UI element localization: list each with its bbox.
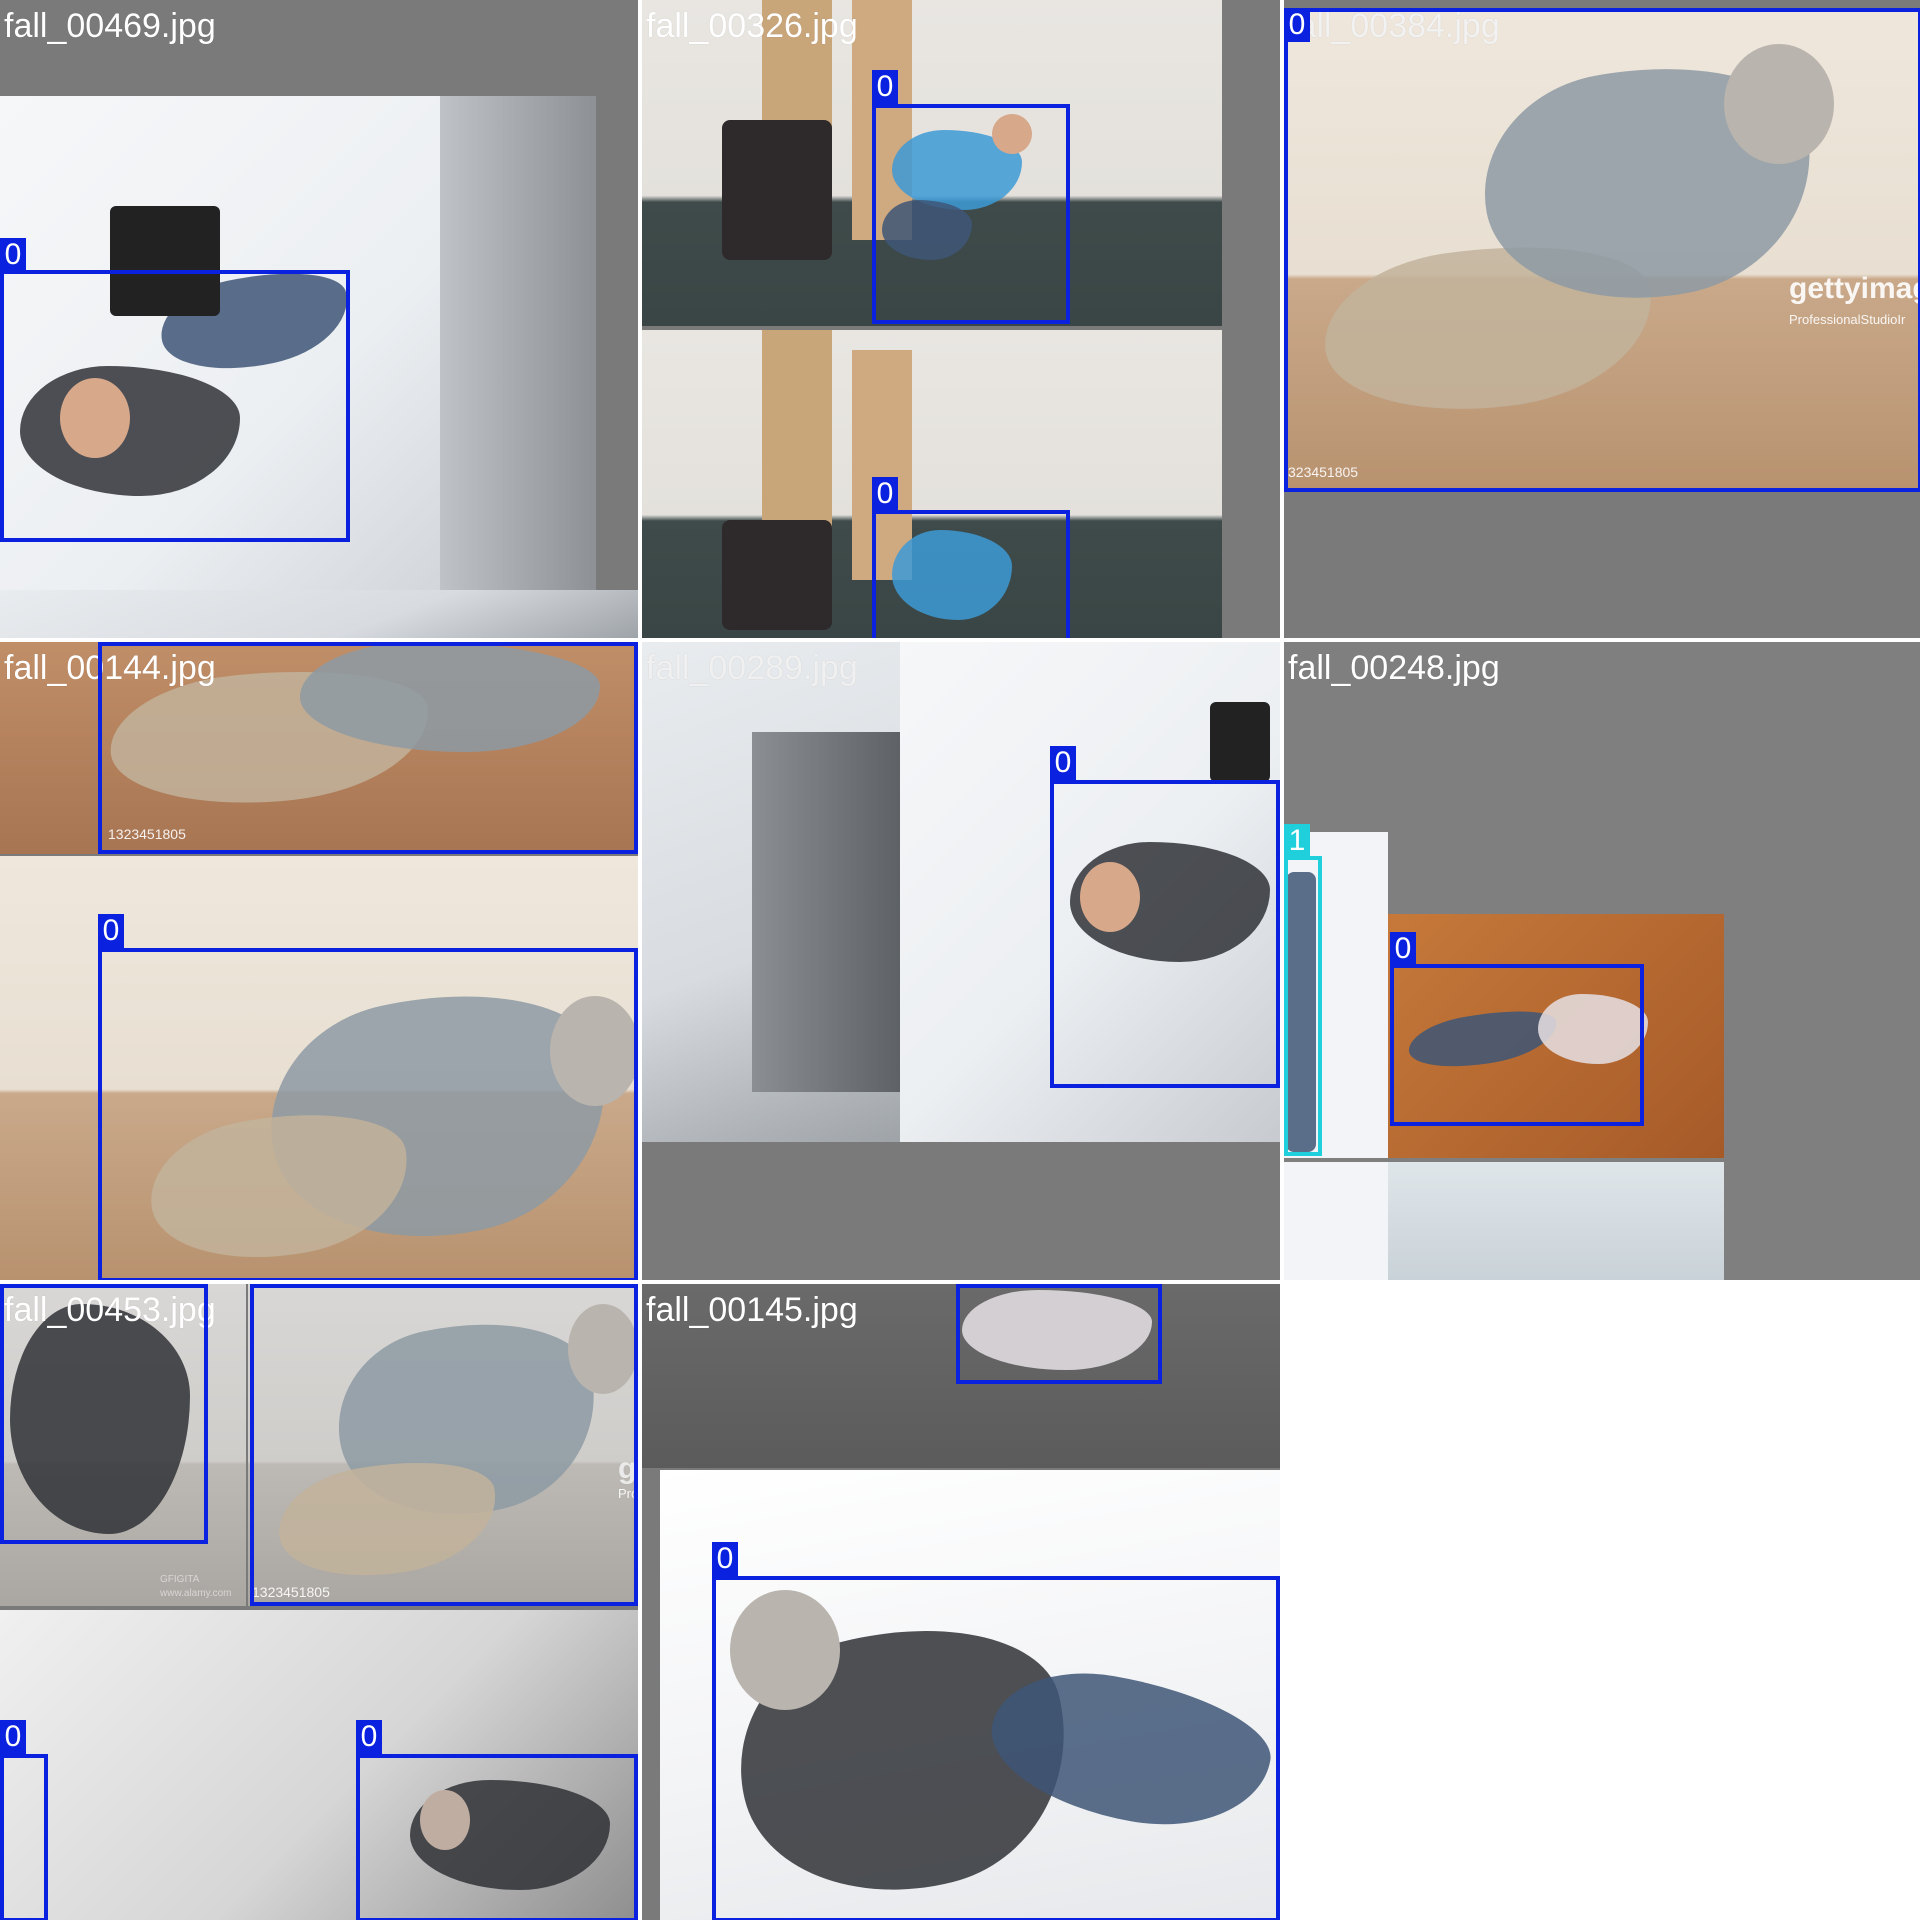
bbox-class-label: 0	[1284, 8, 1310, 42]
person-head	[1724, 44, 1834, 164]
bbox-class-label: 0	[1050, 746, 1076, 780]
person-legs	[882, 200, 972, 260]
person-torso	[300, 642, 600, 752]
photo-mall	[1388, 1162, 1724, 1280]
person-lying	[962, 1290, 1152, 1370]
tile-fall-00326[interactable]: fall_00326.jpg 0 0	[642, 0, 1280, 638]
bounding-box[interactable]	[956, 1284, 1162, 1384]
person-torso	[892, 530, 1012, 620]
bbox-class-label: 0	[356, 1720, 382, 1754]
person-head	[730, 1590, 840, 1710]
bounding-box[interactable]	[98, 642, 638, 854]
photo-tiled-floor	[1388, 914, 1724, 1158]
person-torso	[1538, 994, 1648, 1064]
watermark-sub-partial: Pro	[618, 1486, 638, 1501]
tile-fall-00289[interactable]: fall_00289.jpg 0	[642, 642, 1280, 1280]
bounding-box[interactable]	[0, 1754, 48, 1920]
watermark-stock-tag: GFIGITA	[160, 1574, 200, 1585]
bbox-class-label: 0	[872, 477, 898, 511]
photo-living-room	[1284, 8, 1920, 492]
watermark-id: 323451805	[1288, 464, 1359, 480]
tile-filename: fall_00289.jpg	[646, 649, 858, 687]
tile-fall-00145[interactable]: fall_00145.jpg 0 0	[642, 1284, 1280, 1920]
bounding-box[interactable]	[712, 1576, 1280, 1920]
tile-filename: fall_00248.jpg	[1288, 649, 1500, 687]
person-head	[550, 996, 638, 1106]
bbox-class-label: 0	[0, 1720, 26, 1754]
tile-filename: fall_00384.jpg	[1288, 7, 1500, 45]
bbox-class-label: 0	[98, 914, 124, 948]
person-standing	[1286, 872, 1316, 1152]
photo-kitchen	[900, 642, 1280, 1142]
bounding-box[interactable]	[1050, 780, 1280, 1088]
bounding-box[interactable]	[0, 270, 350, 542]
photo-office-top	[642, 0, 1222, 326]
watermark-id: 1323451805	[108, 826, 186, 842]
watermark-brand: gettyimag	[1789, 272, 1920, 305]
tile-filename: fall_00145.jpg	[646, 1291, 858, 1329]
bbox-class-label: 0	[0, 238, 26, 272]
bbox-class-label: 0	[872, 70, 898, 104]
photo-snow	[660, 1470, 1280, 1920]
tile-fall-00144[interactable]: fall_00144.jpg 1323451805 0 0	[0, 642, 638, 1280]
tile-fall-00248[interactable]: fall_00248.jpg 1 0	[1284, 642, 1920, 1280]
bounding-box[interactable]	[0, 1284, 208, 1544]
fridge-door	[752, 732, 900, 1092]
wheelchair	[110, 206, 220, 316]
tile-filename: fall_00469.jpg	[4, 7, 216, 45]
bounding-box[interactable]	[98, 948, 638, 1280]
bounding-box-class1[interactable]	[1284, 856, 1322, 1156]
person-head	[60, 378, 130, 458]
photo-carpet	[642, 1284, 1280, 1468]
bounding-box[interactable]	[872, 510, 1070, 638]
person-torso	[20, 366, 240, 496]
photo-floor-crop	[0, 642, 638, 854]
tile-filename: fall_00453.jpg	[4, 1291, 216, 1329]
chair	[722, 120, 832, 260]
tile-fall-00384[interactable]: fall_00384.jpg gettyimag ProfessionalStu…	[1284, 0, 1920, 638]
tile-filename: fall_00144.jpg	[4, 649, 216, 687]
chair	[722, 520, 832, 630]
photo-door-crop	[1284, 1162, 1388, 1280]
watermark-subtitle: ProfessionalStudioIr	[1789, 312, 1906, 327]
photo-living-room-grey	[248, 1284, 638, 1606]
bbox-class-label: 0	[712, 1542, 738, 1576]
bounding-box[interactable]	[356, 1754, 638, 1920]
wheelchair	[1210, 702, 1270, 782]
tile-fall-00453[interactable]: fall_00453.jpg 1323451805 ge Pro GFIGITA…	[0, 1284, 638, 1920]
bbox-class-label: 1	[1284, 824, 1310, 858]
person-head	[568, 1304, 638, 1394]
photo-standing-person	[1284, 832, 1388, 1158]
watermark-brand-partial: ge	[618, 1452, 638, 1485]
bounding-box[interactable]	[872, 104, 1070, 324]
bounding-box[interactable]	[250, 1284, 638, 1606]
watermark-stock-url: www.alamy.com	[160, 1588, 232, 1599]
bounding-box[interactable]	[1284, 8, 1920, 492]
photo-office-bottom	[642, 330, 1222, 638]
fridge	[440, 96, 596, 590]
person-body	[10, 1304, 190, 1534]
tile-filename: fall_00326.jpg	[646, 7, 858, 45]
tile-fall-00469[interactable]: fall_00469.jpg 0	[0, 0, 638, 638]
watermark-id: 1323451805	[252, 1584, 330, 1600]
photo-fridge	[642, 642, 900, 1142]
person-head	[992, 114, 1032, 154]
photo-strip	[0, 590, 638, 638]
bbox-class-label: 0	[1390, 932, 1416, 966]
door-right	[852, 350, 912, 580]
person-head	[420, 1790, 470, 1850]
photo-kitchen	[0, 96, 596, 590]
photo-kitchen-grey	[0, 1610, 638, 1920]
person-head	[1080, 862, 1140, 932]
door-right	[852, 0, 912, 240]
bounding-box[interactable]	[1390, 964, 1644, 1126]
